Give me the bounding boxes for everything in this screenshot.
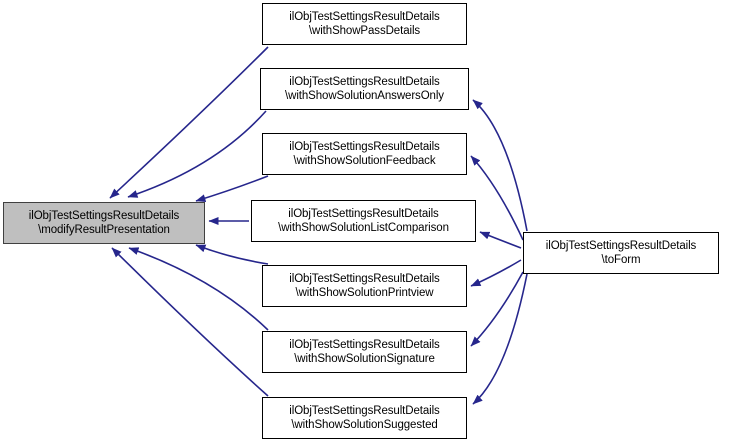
node-label: ilObjTestSettingsResultDetails \withShow…: [278, 207, 449, 235]
edge-withShowSolutionAnswersOnly-to-modifyResultPresentation: [127, 110, 267, 198]
node-label: ilObjTestSettingsResultDetails \withShow…: [289, 338, 440, 366]
node-with-show-pass-details[interactable]: ilObjTestSettingsResultDetails \withShow…: [262, 3, 467, 45]
edge-toForm-to-withShowSolutionSuggested: [472, 273, 528, 405]
edge-withShowSolutionPrintview-to-modifyResultPresentation: [195, 244, 269, 265]
edge-toForm-to-withShowSolutionFeedback: [470, 155, 524, 241]
node-with-show-solution-answers-only[interactable]: ilObjTestSettingsResultDetails \withShow…: [260, 68, 469, 110]
node-label: ilObjTestSettingsResultDetails \withShow…: [289, 272, 440, 300]
node-label: ilObjTestSettingsResultDetails \withShow…: [289, 10, 440, 38]
node-label: ilObjTestSettingsResultDetails \toForm: [545, 239, 697, 267]
edge-toForm-to-withShowSolutionPrintview: [470, 259, 522, 287]
node-with-show-solution-list-comparison[interactable]: ilObjTestSettingsResultDetails \withShow…: [251, 200, 476, 242]
edge-toForm-to-withShowSolutionSignature: [470, 271, 524, 347]
edge-withShowSolutionSuggested-to-modifyResultPresentation: [111, 247, 269, 397]
node-with-show-solution-printview[interactable]: ilObjTestSettingsResultDetails \withShow…: [262, 265, 467, 307]
node-with-show-solution-feedback[interactable]: ilObjTestSettingsResultDetails \withShow…: [262, 133, 467, 175]
node-label: ilObjTestSettingsResultDetails \withShow…: [289, 404, 440, 432]
node-label: ilObjTestSettingsResultDetails \withShow…: [289, 140, 440, 168]
edge-withShowSolutionSignature-to-modifyResultPresentation: [128, 247, 269, 331]
node-to-form[interactable]: ilObjTestSettingsResultDetails \toForm: [523, 232, 719, 274]
edge-toForm-to-withShowSolutionAnswersOnly: [472, 99, 528, 232]
node-label: ilObjTestSettingsResultDetails \withShow…: [285, 75, 444, 103]
edge-toForm-to-withShowSolutionListComparison: [479, 231, 522, 249]
edge-withShowSolutionFeedback-to-modifyResultPresentation: [195, 175, 269, 203]
edge-withShowPassDetails-to-modifyResultPresentation: [109, 46, 269, 199]
node-label: ilObjTestSettingsResultDetails \modifyRe…: [28, 209, 180, 237]
node-with-show-solution-signature[interactable]: ilObjTestSettingsResultDetails \withShow…: [262, 331, 467, 373]
node-with-show-solution-suggested[interactable]: ilObjTestSettingsResultDetails \withShow…: [262, 397, 467, 439]
node-modify-result-presentation[interactable]: ilObjTestSettingsResultDetails \modifyRe…: [3, 202, 205, 244]
